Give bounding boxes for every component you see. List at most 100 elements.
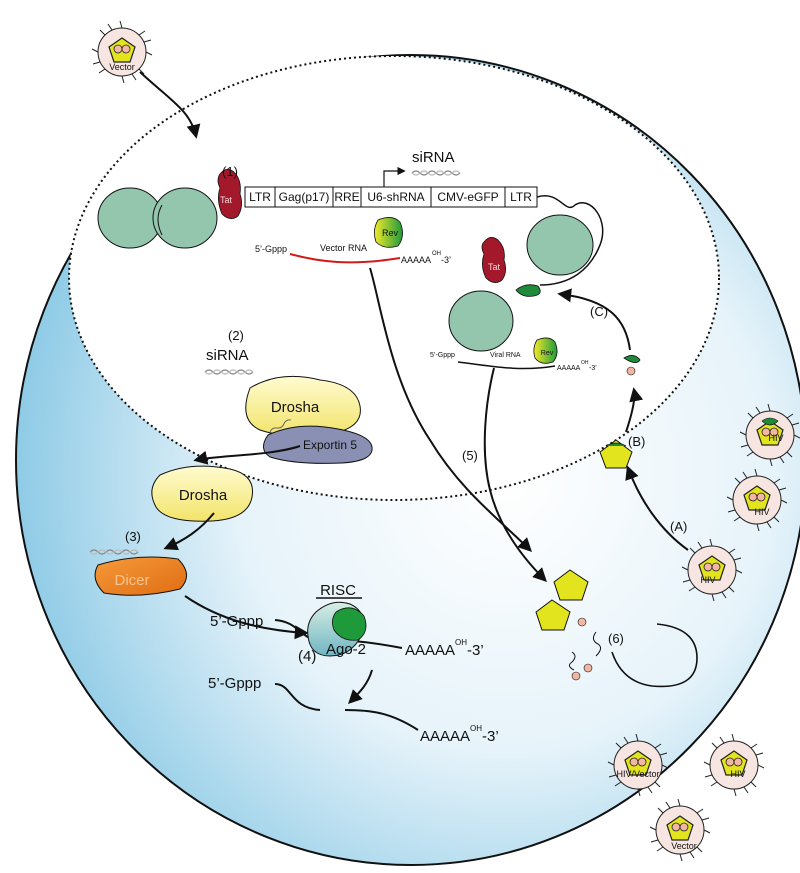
- tat-protein-1: [217, 169, 242, 219]
- construct-ltr-3: LTR: [510, 190, 532, 204]
- rev-on-dna: [515, 284, 541, 297]
- viral-rna-oh: OH: [581, 360, 589, 366]
- arrow-dicer-to-risc: [184, 595, 309, 640]
- pic-rna: [626, 366, 636, 376]
- hiv-particle-4: [703, 733, 765, 797]
- risc-mrna-3prime: AAAAA: [405, 642, 455, 659]
- pre-mirna-hairpin: [269, 419, 291, 433]
- rev-protein-2: [533, 337, 558, 364]
- arrow-viral-rna-export: [483, 367, 547, 582]
- drosha-label-2: Drosha: [179, 487, 228, 504]
- cleaved-3prime: AAAAA: [420, 728, 470, 745]
- drosha-complex-nucleus: [245, 375, 361, 437]
- risc-green-subunit: [332, 607, 367, 641]
- arrow-capsid-to-nucleus: [625, 387, 644, 433]
- histone-right-middle: [448, 290, 514, 352]
- step-5-label: (5): [462, 448, 478, 463]
- vector-rna-3end: -3’: [441, 255, 451, 265]
- rna-squiggle-1: [592, 631, 602, 657]
- sirna-top-label: siRNA: [412, 149, 455, 166]
- tat-label-2: Tat: [488, 262, 501, 272]
- u6-promoter-arrow: [383, 166, 406, 187]
- tat-label-1: Tat: [220, 195, 233, 205]
- hiv-vector-label: HIV/Vector: [616, 769, 659, 779]
- vector-particle-bottom: [649, 798, 711, 862]
- arrow-vector-entry: [139, 71, 201, 139]
- cleaved-5prime: 5’-Gppp: [208, 675, 261, 692]
- drosha-label-1: Drosha: [271, 399, 320, 416]
- step-c-label: (C): [590, 304, 608, 319]
- hiv-label-1: HIV: [768, 433, 783, 443]
- histone-left: [97, 187, 218, 249]
- rev-protein-1: [374, 217, 403, 248]
- cleaved-3end: -3’: [482, 728, 499, 745]
- provirus-construct: LTR Gag(p17) RRE U6-shRNA CMV-eGFP LTR: [244, 186, 538, 208]
- cleaved-fragment-3: [344, 709, 419, 731]
- rna-genome-3: [583, 663, 593, 673]
- sirna-mid-label: siRNA: [206, 347, 249, 364]
- viral-rna-3end: -3’: [589, 365, 597, 372]
- capsid-assembly-2: [535, 599, 571, 631]
- viral-rna-5prime: 5’-Gppp: [430, 352, 455, 359]
- membrane-bleb: [611, 623, 698, 688]
- step-6-label: (6): [608, 631, 624, 646]
- nucleus-envelope: [68, 55, 720, 501]
- hiv-particle-1: [739, 403, 800, 467]
- exportin-5: [263, 425, 373, 464]
- rev-label-1: Rev: [382, 228, 399, 238]
- construct-ltr-5: LTR: [249, 190, 271, 204]
- vector-bottom-label: Vector: [671, 841, 697, 851]
- exportin-label: Exportin 5: [303, 438, 357, 452]
- vector-rna-strand: [289, 253, 401, 264]
- step-2-label: (2): [228, 328, 244, 343]
- dicer-label: Dicer: [114, 572, 149, 589]
- histone-right-top: [526, 214, 594, 276]
- step-4-label: (4): [298, 648, 316, 665]
- risc-mrna-5prime: 5’-Gppp: [210, 613, 263, 630]
- risc-label: RISC: [320, 582, 356, 599]
- vector-rna-3prime: AAAAA: [401, 255, 431, 265]
- rna-genome-1: [577, 617, 587, 627]
- arrow-nuclear-export: [193, 445, 301, 465]
- drosha-complex-cytoplasm: [151, 465, 254, 522]
- dicer-enzyme: [94, 556, 187, 596]
- ago-2-label: Ago-2: [326, 641, 366, 658]
- step-1-label: (1): [222, 164, 238, 179]
- arrow-cleavage: [348, 669, 373, 704]
- construct-gag: Gag(p17): [279, 190, 330, 204]
- arrow-vector-rna-export: [369, 267, 532, 552]
- dna-strand: [536, 195, 604, 286]
- viral-rna-name: Viral RNA: [490, 352, 521, 359]
- capsid-rev: [605, 442, 627, 447]
- rev-label-2: Rev: [541, 350, 554, 357]
- rna-squiggle-2: [568, 651, 576, 671]
- step-b-label: (B): [628, 434, 645, 449]
- vector-particle-label: Vector: [109, 62, 135, 72]
- cleaved-fragment-5: [274, 683, 321, 711]
- hiv-label-3: HIV: [700, 575, 715, 585]
- viral-rna-3prime: AAAAA: [557, 365, 581, 372]
- risc-mrna-oh: OH: [455, 638, 467, 647]
- vector-rna-oh: OH: [432, 251, 441, 257]
- hiv-label-2: HIV: [754, 507, 769, 517]
- construct-cmv-egfp: CMV-eGFP: [437, 190, 498, 204]
- vector-rna-5prime: 5’-Gppp: [255, 244, 287, 254]
- risc-mrna-3end: -3’: [467, 642, 484, 659]
- hiv-capsid-uncoating: [599, 439, 633, 469]
- viral-rna-strand: [457, 361, 556, 370]
- rna-genome-2: [571, 671, 581, 681]
- arrow-integration: [557, 288, 631, 351]
- tat-protein-2: [481, 237, 506, 283]
- step-3-label: (3): [125, 529, 141, 544]
- construct-rre: RRE: [334, 190, 359, 204]
- cleaved-oh: OH: [470, 724, 482, 733]
- preintegration-complex: [623, 355, 641, 363]
- construct-u6-shrna: U6-shRNA: [367, 190, 424, 204]
- arrow-hiv-entry: [625, 465, 689, 551]
- hiv-label-4: HIV: [730, 769, 745, 779]
- arrow-to-dicer: [163, 512, 215, 551]
- vector-rna-name: Vector RNA: [320, 243, 367, 253]
- capsid-assembly-1: [553, 569, 589, 601]
